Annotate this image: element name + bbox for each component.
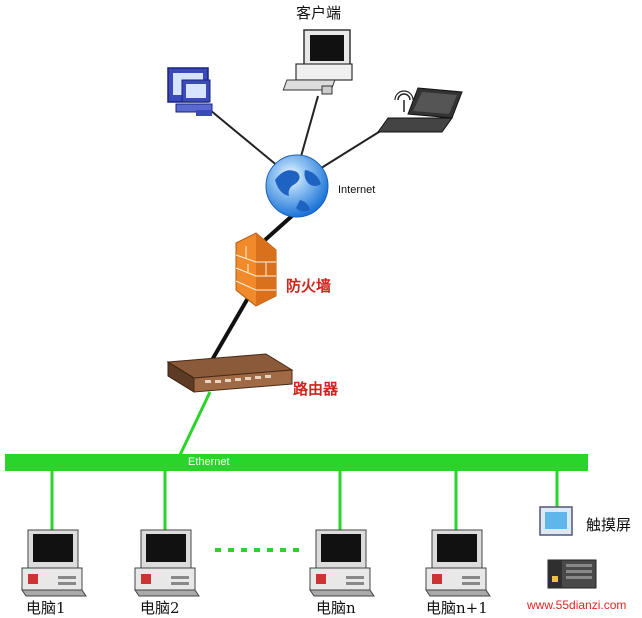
client-label: 客户端	[296, 4, 342, 22]
plc-icon	[547, 559, 597, 589]
touchscreen-label: 触摸屏	[586, 516, 632, 534]
pcn-label: 电脑n	[316, 599, 356, 617]
link-router-ethernet	[178, 391, 212, 456]
pc-icon	[425, 529, 491, 597]
pc2-label: 电脑2	[140, 599, 180, 617]
link-internet-firewall	[263, 213, 295, 242]
laptop-wifi-icon	[377, 87, 463, 133]
link-firewall-router	[210, 296, 250, 362]
pcn1-label: 电脑n+1	[426, 599, 488, 617]
pc-icon	[21, 529, 87, 597]
link-desktop-internet	[209, 109, 286, 173]
globe-icon	[265, 154, 329, 218]
ellipsis-dots	[215, 548, 299, 552]
watermark: www.55dianzi.com	[527, 598, 627, 612]
pc-icon	[309, 529, 375, 597]
router-icon	[166, 353, 294, 393]
firewall-label: 防火墙	[286, 277, 332, 295]
firewall-icon	[235, 232, 277, 307]
desktop-computer-icon	[167, 67, 213, 116]
ethernet-label: Ethernet	[188, 456, 230, 468]
internet-label: Internet	[338, 184, 376, 196]
pc1-label: 电脑1	[26, 599, 66, 617]
ethernet-bus	[5, 454, 588, 471]
router-label: 路由器	[293, 380, 339, 398]
client-computer-icon	[282, 29, 353, 95]
pc-icon	[134, 529, 200, 597]
link-client-internet	[299, 95, 319, 161]
touchscreen-icon	[539, 506, 573, 536]
